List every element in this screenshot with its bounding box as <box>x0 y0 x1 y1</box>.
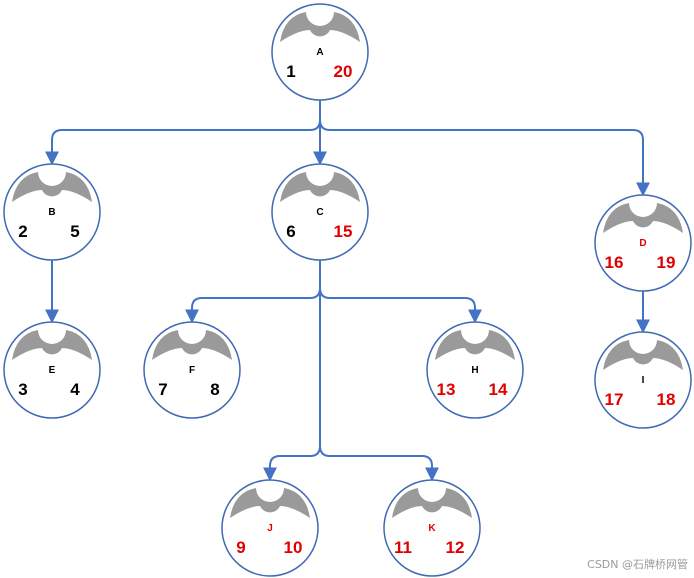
node-cap-icon <box>280 12 360 42</box>
node-left-number: 6 <box>286 222 295 241</box>
watermark-text: CSDN @石牌桥网管 <box>587 558 688 571</box>
node-E: E 3 4 <box>3 321 101 419</box>
node-cap-icon <box>12 330 92 360</box>
edge-C-H <box>319 260 482 324</box>
node-label: D <box>639 238 646 249</box>
node-A: A 1 20 <box>271 3 369 101</box>
node-label: H <box>471 365 478 376</box>
node-F: F 7 8 <box>143 321 241 419</box>
node-cap-icon <box>12 172 92 202</box>
edge-A-D <box>319 100 650 197</box>
node-right-number: 14 <box>489 380 508 399</box>
node-J: J 9 10 <box>221 479 319 577</box>
node-left-number: 1 <box>286 62 295 81</box>
node-label: K <box>428 523 436 534</box>
node-left-number: 7 <box>158 380 167 399</box>
node-left-number: 9 <box>236 538 245 557</box>
node-cap-icon <box>230 488 310 518</box>
node-left-number: 13 <box>437 380 456 399</box>
node-K: K 11 12 <box>383 479 481 577</box>
node-label: I <box>642 375 645 386</box>
node-C: C 6 15 <box>271 163 369 261</box>
node-left-number: 3 <box>18 380 27 399</box>
node-D: D 16 19 <box>594 194 692 292</box>
node-cap-icon <box>392 488 472 518</box>
node-right-number: 8 <box>210 380 219 399</box>
node-H: H 13 14 <box>426 321 524 419</box>
node-cap-icon <box>603 203 683 233</box>
node-label: J <box>267 523 273 534</box>
node-right-number: 10 <box>284 538 303 557</box>
node-label: A <box>316 47 323 58</box>
node-cap-icon <box>280 172 360 202</box>
node-label: E <box>49 365 56 376</box>
node-label: C <box>316 207 323 218</box>
node-right-number: 19 <box>657 253 676 272</box>
edges-layer <box>45 100 650 482</box>
node-left-number: 2 <box>18 222 27 241</box>
edge-C-F <box>185 260 321 324</box>
node-right-number: 4 <box>70 380 80 399</box>
node-B: B 2 5 <box>3 163 101 261</box>
node-left-number: 17 <box>605 390 624 409</box>
node-label: F <box>189 365 195 376</box>
node-cap-icon <box>603 340 683 370</box>
node-right-number: 20 <box>334 62 353 81</box>
node-right-number: 15 <box>334 222 353 241</box>
node-right-number: 18 <box>657 390 676 409</box>
edge-C-K <box>319 260 439 482</box>
edge-A-B <box>45 100 321 166</box>
nodes-layer: A 1 20B 2 5 C 6 15D 16 19E 3 4 F 7 8 H 13 14 I 17 18J 9 10 K 11 1… <box>3 3 692 577</box>
node-cap-icon <box>435 330 515 360</box>
node-right-number: 5 <box>70 222 79 241</box>
node-right-number: 12 <box>446 538 465 557</box>
node-left-number: 16 <box>605 253 624 272</box>
node-label: B <box>48 207 55 218</box>
edge-C-J <box>263 260 321 482</box>
node-left-number: 11 <box>394 538 412 557</box>
node-cap-icon <box>152 330 232 360</box>
node-I: I 17 18 <box>594 331 692 429</box>
